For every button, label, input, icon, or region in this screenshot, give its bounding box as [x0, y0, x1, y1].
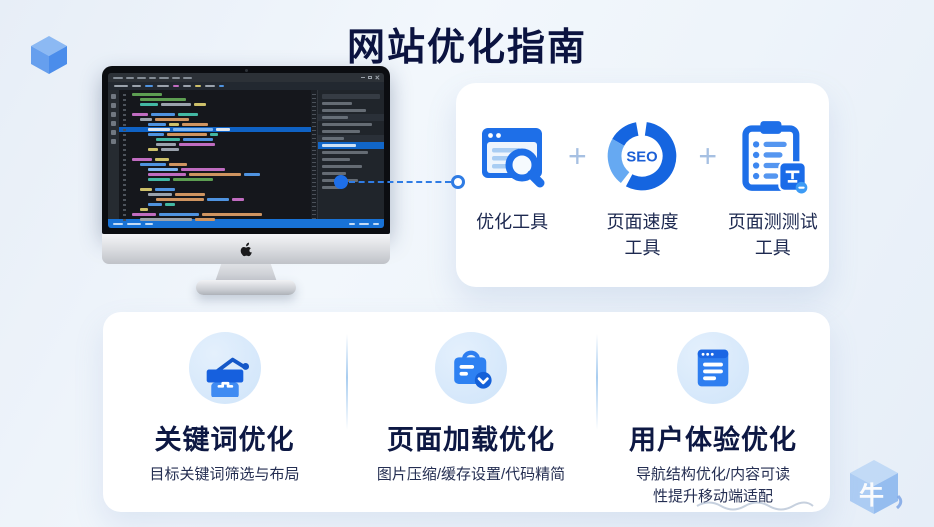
- connector-ring: [451, 175, 465, 189]
- feature-icon-circle: [435, 332, 507, 404]
- feature-title: 关键词优化: [154, 425, 295, 455]
- feature-icon-circle: [677, 332, 749, 404]
- monitor-stand-base: [196, 280, 296, 295]
- tool-item-page-test: 页面测测试 工具: [717, 115, 829, 261]
- plus-separator: +: [567, 137, 587, 174]
- column-divider: [346, 334, 348, 430]
- apple-logo-icon: [240, 242, 252, 257]
- connector-dashed-line: [349, 181, 451, 183]
- feature-icon-circle: [188, 332, 261, 404]
- monitor-stand-neck: [215, 264, 277, 282]
- browser-search-icon: [474, 115, 550, 197]
- editor-minimap: [311, 90, 317, 219]
- minimize-icon: [361, 76, 365, 79]
- seo-label: SEO: [627, 149, 658, 165]
- feature-desc: 目标关键词筛选与布局: [149, 466, 300, 483]
- editor-status-bar: [108, 219, 384, 228]
- editor-toolbar: [108, 82, 384, 90]
- page-title: 网站优化指南: [346, 27, 587, 69]
- seo-donut-icon: SEO: [604, 115, 680, 197]
- connector-dot: [334, 175, 348, 189]
- feature-user-experience-optimization: 用户体验优化 导航结构优化/内容可读 性提升移动端适配: [596, 312, 830, 512]
- feature-title: 页面加载优化: [387, 425, 555, 455]
- webcam-dot: [245, 69, 248, 72]
- maximize-icon: [368, 75, 372, 80]
- watermark-cube-icon: [850, 460, 903, 514]
- cube-decoration-icon: [31, 36, 67, 74]
- monitor-bezel: [102, 66, 390, 234]
- editor-titlebar: [108, 73, 384, 82]
- editor-side-panel: [317, 90, 384, 219]
- feature-title: 用户体验优化: [629, 425, 797, 455]
- tools-card: 优化工具 + SEO 页面速度 工具 +: [456, 83, 829, 287]
- imac-monitor: [100, 66, 392, 298]
- code-editor-screen: [108, 73, 384, 228]
- tool-label: 页面速度 工具: [606, 212, 679, 259]
- feature-desc: 导航结构优化/内容可读 性提升移动端适配: [635, 466, 791, 505]
- tool-label: 优化工具: [476, 212, 549, 232]
- feature-keyword-optimization: 关键词优化 目标关键词筛选与布局: [103, 312, 346, 512]
- watermark-logo: 牛: [842, 456, 920, 526]
- plus-separator: +: [698, 137, 717, 174]
- window-controls: [361, 75, 379, 80]
- editor-main: [108, 90, 384, 221]
- toolbox-icon: [206, 357, 249, 397]
- document-list-icon: [697, 349, 729, 387]
- briefcase-check-icon: [454, 350, 492, 389]
- scribble-decoration: [696, 501, 814, 511]
- close-icon: [375, 75, 380, 80]
- monitor-chin: [102, 234, 390, 264]
- watermark-text: 牛: [859, 482, 885, 510]
- editor-activity-bar: [108, 90, 119, 219]
- features-card: 关键词优化 目标关键词筛选与布局 页面加载优化 图片压缩/缓存设置/代码精简: [103, 312, 830, 512]
- clipboard-check-icon: [735, 115, 811, 197]
- tool-item-page-speed: SEO 页面速度 工具: [586, 115, 698, 261]
- editor-code-area: [119, 90, 311, 221]
- feature-desc: 图片压缩/缓存设置/代码精简: [376, 466, 566, 483]
- column-divider: [596, 334, 598, 430]
- tool-item-optimization: 优化工具: [456, 115, 568, 235]
- tool-label: 页面测测试 工具: [727, 212, 818, 259]
- feature-page-load-optimization: 页面加载优化 图片压缩/缓存设置/代码精简: [346, 312, 596, 512]
